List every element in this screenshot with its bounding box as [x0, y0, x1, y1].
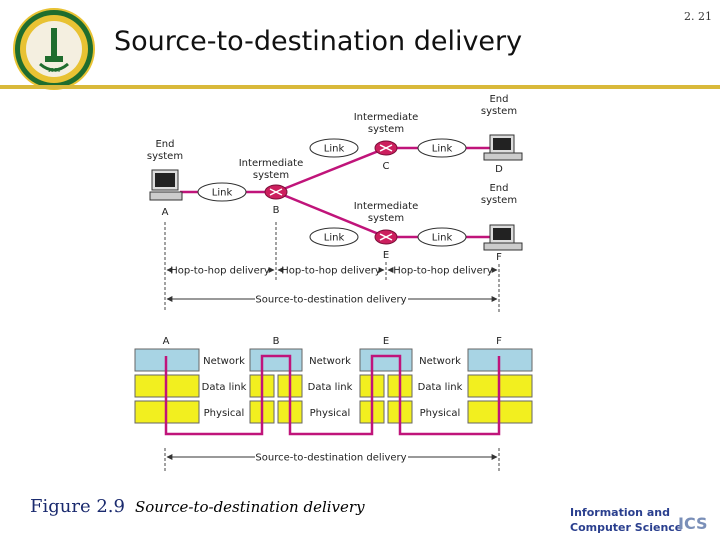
- column-a: A: [163, 336, 170, 347]
- figure-caption-number: Figure 2.9: [30, 496, 125, 517]
- title-rule: [0, 85, 720, 89]
- svg-text:ICS: ICS: [678, 514, 708, 533]
- layer-physical-1: Physical: [204, 408, 245, 419]
- computer-icon-d: [483, 134, 523, 161]
- letter-f: F: [496, 252, 502, 263]
- layer-physical-3: Physical: [420, 408, 461, 419]
- column-b: B: [273, 336, 280, 347]
- hop-label-3: Hop-to-hop delivery: [393, 266, 493, 277]
- path-b-e: [275, 190, 387, 239]
- layer-physical-2: Physical: [310, 408, 351, 419]
- router-icon-c: [374, 140, 398, 156]
- svg-text:Information and: Information and: [570, 506, 670, 519]
- label-end-system-f-1: End: [489, 183, 508, 194]
- link-label: Link: [432, 144, 453, 155]
- hop-label-2: Hop-to-hop delivery: [281, 266, 381, 277]
- university-logo: 1963: [13, 8, 95, 90]
- link-label: Link: [324, 144, 345, 155]
- path-b-c: [275, 146, 387, 194]
- label-end-system-a-2: system: [147, 151, 183, 162]
- label-end-system-d-1: End: [489, 94, 508, 105]
- label-intermediate-c-2: system: [368, 124, 404, 135]
- link-label: Link: [212, 188, 233, 199]
- layer-network-3: Network: [419, 356, 461, 367]
- link-b-c: Link: [309, 138, 359, 158]
- link-e-f: Link: [417, 227, 467, 247]
- label-end-system-d-2: system: [481, 106, 517, 117]
- router-icon-b: [264, 184, 288, 200]
- link-label: Link: [432, 233, 453, 244]
- data-path: [164, 354, 501, 436]
- s2d-label-top: Source-to-destination delivery: [255, 295, 406, 306]
- figure-caption: Figure 2.9 Source-to-destination delivery: [30, 496, 365, 517]
- letter-e: E: [383, 250, 389, 261]
- link-c-d: Link: [417, 138, 467, 158]
- slide-number: 2. 21: [684, 10, 712, 23]
- svg-text:1963: 1963: [48, 68, 61, 74]
- layer-datalink-3: Data link: [418, 382, 463, 393]
- delivery-diagram: Link Link Link Link Link End: [134, 94, 533, 472]
- letter-d: D: [495, 164, 503, 175]
- layer-datalink-2: Data link: [308, 382, 353, 393]
- slide-title: Source-to-destination delivery: [114, 26, 523, 57]
- hop-label-1: Hop-to-hop delivery: [170, 266, 270, 277]
- label-end-system-f-2: system: [481, 195, 517, 206]
- link-a-b: Link: [197, 182, 247, 202]
- letter-a: A: [162, 207, 169, 218]
- layer-network-2: Network: [309, 356, 351, 367]
- label-intermediate-e-2: system: [368, 213, 404, 224]
- svg-text:Computer Science: Computer Science: [570, 521, 682, 534]
- label-intermediate-c-1: Intermediate: [354, 112, 419, 123]
- stack-e: [359, 348, 413, 424]
- layer-network-1: Network: [203, 356, 245, 367]
- stack-b: [249, 348, 303, 424]
- top-guides: [164, 222, 500, 312]
- computer-icon-a: [149, 169, 183, 201]
- label-intermediate-e-1: Intermediate: [354, 201, 419, 212]
- router-icon-e: [374, 229, 398, 245]
- letter-b: B: [273, 205, 280, 216]
- link-ellipses: Link Link Link Link Link: [197, 138, 467, 247]
- layer-datalink-1: Data link: [202, 382, 247, 393]
- link-label: Link: [324, 233, 345, 244]
- letter-c: C: [383, 161, 390, 172]
- bottom-guides: [164, 448, 500, 472]
- s2d-label-bottom: Source-to-destination delivery: [255, 453, 406, 464]
- figure-caption-text: Source-to-destination delivery: [134, 498, 365, 516]
- link-b-e: Link: [309, 227, 359, 247]
- computer-icon-f: [483, 224, 523, 251]
- column-e: E: [383, 336, 389, 347]
- label-intermediate-b-2: system: [253, 170, 289, 181]
- column-f: F: [496, 336, 502, 347]
- label-intermediate-b-1: Intermediate: [239, 158, 304, 169]
- label-end-system-a-1: End: [155, 139, 174, 150]
- ics-logo: Information and Computer Science ICS: [570, 506, 708, 534]
